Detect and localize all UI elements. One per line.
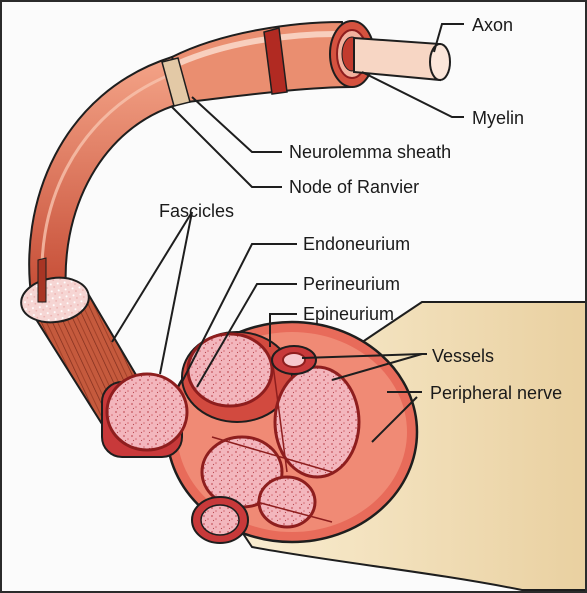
fascicle-bottom	[192, 497, 248, 543]
label-node-of-ranvier: Node of Ranvier	[289, 178, 419, 196]
label-endoneurium: Endoneurium	[303, 235, 410, 253]
label-peripheral-nerve: Peripheral nerve	[430, 384, 562, 402]
label-axon: Axon	[472, 16, 513, 34]
label-vessels: Vessels	[432, 347, 494, 365]
label-neurolemma-sheath: Neurolemma sheath	[289, 143, 451, 161]
nerve-fiber-arm	[29, 57, 187, 302]
label-epineurium: Epineurium	[303, 305, 394, 323]
fascicle-left	[102, 374, 187, 457]
axon-cut-end	[430, 44, 450, 80]
vessel	[272, 346, 316, 374]
label-myelin: Myelin	[472, 109, 524, 127]
fascicle-small-right	[259, 477, 315, 527]
fascicle-large	[275, 367, 359, 477]
label-perineurium: Perineurium	[303, 275, 400, 293]
label-fascicles: Fascicles	[159, 202, 234, 220]
